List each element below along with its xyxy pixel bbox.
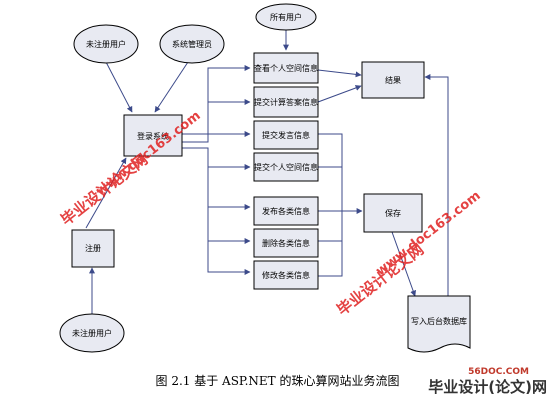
node-all-users (255, 3, 317, 31)
edge-admin-login (154, 61, 189, 113)
node-unregistered-top (73, 24, 139, 64)
label-view-personal-space: 查看个人空间信息 (254, 63, 318, 73)
edge-login-view (182, 65, 251, 143)
connector-lines (85, 30, 449, 314)
node-save (363, 193, 423, 233)
label-unregistered-bottom: 未注册用户 (72, 328, 112, 338)
rect-nodes (71, 52, 471, 353)
node-register (71, 229, 115, 268)
label-publish-info: 发布各类信息 (262, 206, 310, 216)
ellipse-nodes (59, 3, 317, 353)
node-submit-post (253, 120, 319, 150)
label-submit-calc: 提交计算答案信息 (254, 97, 318, 107)
label-save: 保存 (385, 208, 401, 218)
label-modify-info: 修改各类信息 (262, 270, 310, 280)
label-all-users: 所有用户 (270, 12, 302, 22)
watermark-cn-left: 毕业设计论文网 (57, 150, 151, 229)
node-unregistered-bottom (59, 313, 125, 353)
watermark-brand: 毕业设计(论文)网 (428, 378, 547, 396)
label-write-db: 写入后台数据库 (411, 316, 467, 326)
label-submit-post: 提交发言信息 (262, 130, 310, 140)
label-delete-info: 删除各类信息 (262, 238, 310, 248)
edge-save-db (391, 231, 416, 297)
edge-register-login (85, 157, 127, 229)
node-result (361, 61, 425, 99)
label-sys-admin: 系统管理员 (172, 39, 212, 49)
node-delete-info (253, 228, 319, 258)
node-login (123, 114, 183, 157)
edge-collect (318, 133, 343, 277)
node-view-personal-space (253, 52, 319, 84)
node-submit-personal-space (253, 152, 319, 182)
node-modify-info (253, 260, 319, 290)
label-unregistered-top: 未注册用户 (86, 39, 126, 49)
figure-caption: 图 2.1 基于 ASP.NET 的珠心算网站业务流图 (155, 374, 400, 388)
label-result: 结果 (385, 75, 401, 85)
edge-unreg-login (105, 61, 133, 113)
label-register: 注册 (85, 243, 101, 253)
node-write-db (407, 295, 471, 353)
node-submit-calc (253, 86, 319, 118)
edge-view-result (317, 69, 362, 78)
edge-db-result (424, 74, 449, 296)
edge-calc-result (317, 85, 362, 103)
node-labels: 所有用户 未注册用户 系统管理员 登录系统 注册 未注册用户 查看个人空间信息 … (72, 12, 467, 338)
node-sys-admin (159, 24, 225, 64)
label-submit-personal-space: 提交个人空间信息 (254, 162, 318, 172)
watermark-site: 56DOC.COM (468, 367, 529, 377)
node-publish-info (253, 196, 319, 226)
label-login: 登录系统 (137, 131, 169, 141)
